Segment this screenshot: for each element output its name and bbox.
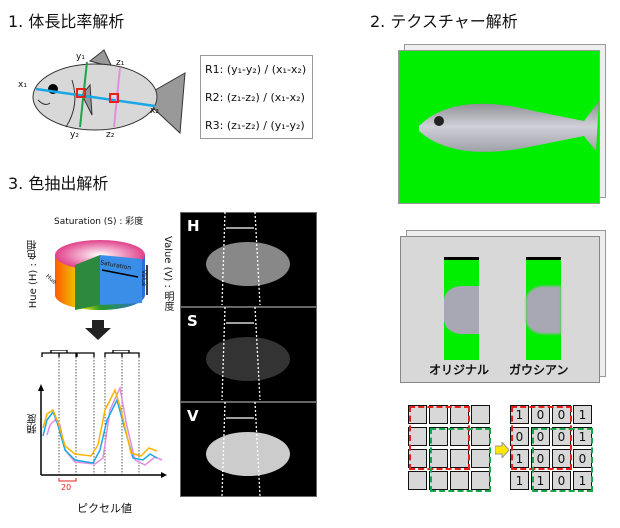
- label-x2: x₂: [150, 106, 159, 116]
- fish-photo: [419, 101, 599, 152]
- value-label: Value (V) : 明度: [162, 236, 173, 312]
- hsv-cylinder-icon: [55, 240, 148, 310]
- down-arrow-icon: [85, 320, 111, 340]
- crop-panel: オリジナル ガウシアン: [400, 236, 600, 383]
- window-red: [409, 406, 470, 470]
- formula-box: R1: (y₁-y₂) / (x₁-x₂) R2: (z₁-z₂) / (x₁-…: [200, 55, 313, 139]
- section2-title: 2. テクスチャー解析: [370, 12, 518, 31]
- grid-cell: 1: [573, 405, 592, 424]
- formula-r1: R1: (y₁-y₂) / (x₁-x₂): [205, 63, 307, 76]
- saturation-label: Saturation (S) : 彩度: [54, 217, 144, 227]
- label-z2: z₂: [106, 130, 115, 140]
- section1-title: 1. 体長比率解析: [8, 12, 125, 31]
- grid-cell: 1: [573, 471, 592, 490]
- window-red: [511, 406, 572, 470]
- grid-cell: [471, 405, 490, 424]
- grid-cell: 0: [531, 427, 550, 446]
- crop-gaussian: [526, 257, 561, 360]
- channel-label-s: S: [187, 312, 198, 330]
- grid-cell: 1: [510, 405, 529, 424]
- channel-fish-overlay: [206, 212, 290, 496]
- grid-cell: 1: [531, 471, 550, 490]
- histogram: [38, 350, 167, 482]
- crop-original: [444, 257, 479, 360]
- right-arrow-icon: [495, 442, 509, 458]
- grid-cell: 1: [510, 449, 529, 468]
- label-x1: x₁: [18, 80, 27, 90]
- hist-xlabel: ピクセル値: [77, 502, 132, 515]
- label-gaussian: ガウシアン: [509, 363, 569, 377]
- grid-cell: [408, 405, 427, 424]
- label-original: オリジナル: [429, 363, 490, 377]
- green-screen-photo: [398, 50, 600, 204]
- bin-width-label: 20: [61, 483, 72, 492]
- label-y2: y₂: [70, 130, 79, 140]
- grid-cell: [429, 449, 448, 468]
- grid-cell: [450, 471, 469, 490]
- grid-cell: [429, 471, 448, 490]
- grid-cell: [408, 427, 427, 446]
- hue-label: Hue (H) : 色相: [28, 240, 39, 309]
- window-green: [430, 428, 491, 492]
- grid-cell: 0: [510, 427, 529, 446]
- label-y1: y₁: [76, 52, 85, 62]
- section3-title: 3. 色抽出解析: [8, 174, 109, 193]
- channel-label-v: V: [187, 407, 199, 425]
- grid-cell: [408, 471, 427, 490]
- label-z1: z₁: [116, 58, 125, 68]
- grid-cell: [429, 405, 448, 424]
- formula-r3: R3: (z₁-z₂) / (y₁-y₂): [205, 119, 305, 132]
- texture-grid: [408, 405, 492, 493]
- formula-r2: R2: (z₁-z₂) / (x₁-x₂): [205, 91, 305, 104]
- grid-cell: [408, 449, 427, 468]
- cyl-value: Value: [140, 270, 147, 287]
- window-green: [532, 428, 593, 492]
- grid-cell: 0: [531, 449, 550, 468]
- grid-cell: 0: [552, 471, 571, 490]
- grid-cell: [429, 427, 448, 446]
- fish-diagram: [32, 49, 186, 135]
- grid-cell: 0: [531, 405, 550, 424]
- hist-ylabel: 頻度: [28, 414, 39, 434]
- channel-label-h: H: [187, 217, 200, 235]
- grid-cell: 1: [510, 471, 529, 490]
